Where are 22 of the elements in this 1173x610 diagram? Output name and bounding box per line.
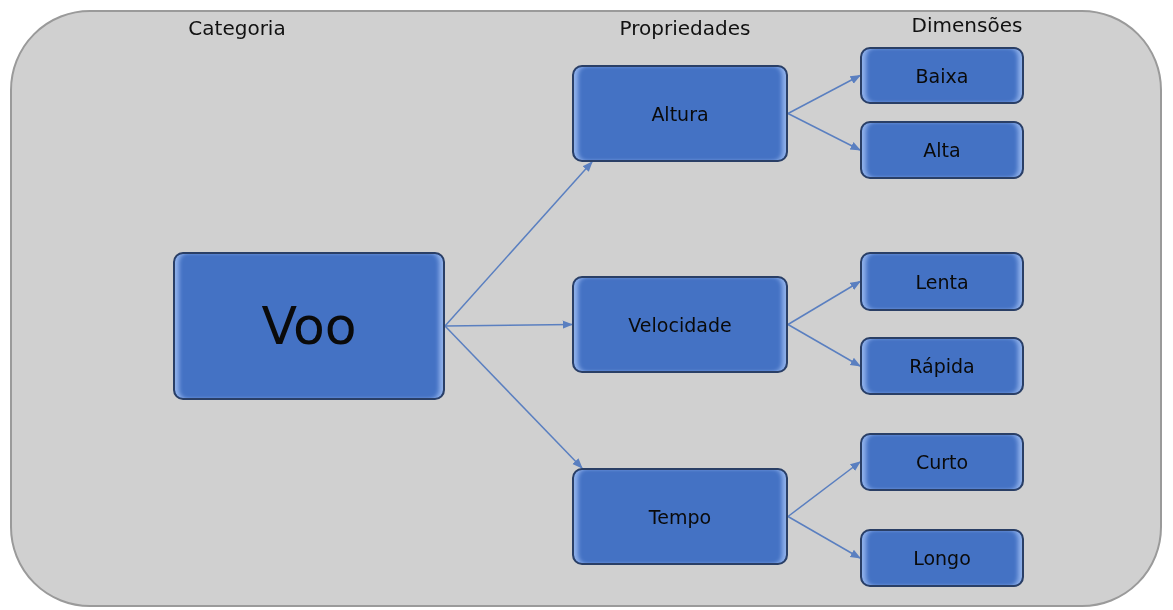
arrow bbox=[444, 320, 574, 329]
column-heading: Dimensões bbox=[911, 13, 1023, 37]
process-box: Baixa bbox=[860, 47, 1024, 104]
arrow bbox=[787, 323, 861, 367]
arrow bbox=[787, 461, 861, 518]
arrow bbox=[787, 515, 861, 559]
arrow bbox=[787, 280, 861, 326]
arrow bbox=[444, 325, 583, 469]
column-heading: Categoria bbox=[188, 16, 286, 40]
process-box: Curto bbox=[860, 433, 1024, 491]
process-box: Alta bbox=[860, 121, 1024, 179]
arrow bbox=[787, 74, 861, 115]
process-box: Tempo bbox=[572, 468, 788, 565]
process-box: Longo bbox=[860, 529, 1024, 587]
arrow bbox=[787, 112, 861, 151]
process-box: Altura bbox=[572, 65, 788, 162]
column-heading: Propriedades bbox=[619, 16, 751, 40]
arrow bbox=[444, 161, 593, 327]
process-box: Velocidade bbox=[572, 276, 788, 373]
process-box: Rápida bbox=[860, 337, 1024, 395]
process-box: Lenta bbox=[860, 252, 1024, 311]
process-box: Voo bbox=[173, 252, 445, 400]
